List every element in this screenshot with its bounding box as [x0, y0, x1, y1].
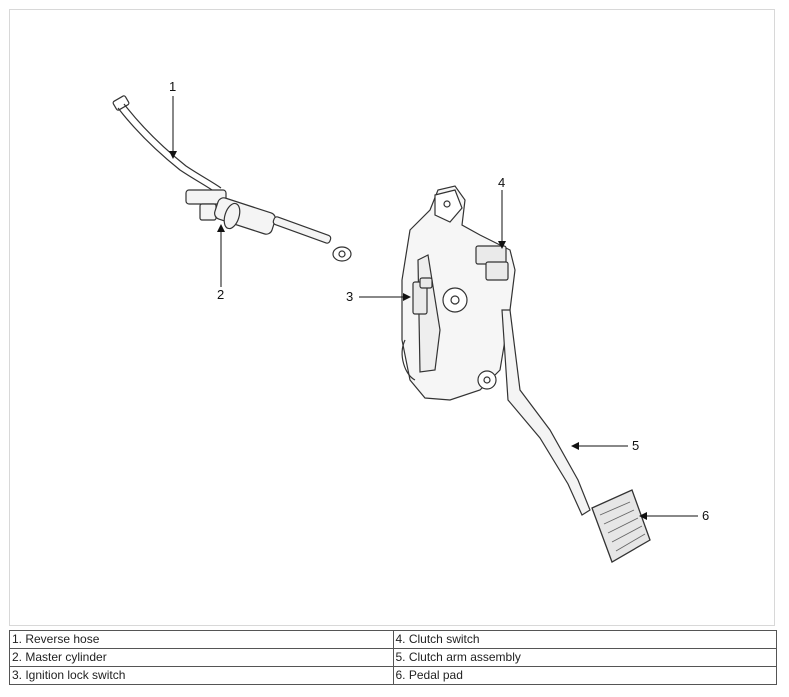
legend-row: 2. Master cylinder 5. Clutch arm assembl… — [9, 648, 777, 667]
legend-row: 1. Reverse hose 4. Clutch switch — [9, 630, 777, 649]
diagram-frame: 1 2 3 4 5 6 — [9, 9, 775, 626]
master-cylinder-drawing — [185, 189, 352, 262]
legend-cell: 5. Clutch arm assembly — [392, 648, 777, 667]
clutch-arm-drawing — [477, 309, 591, 516]
reverse-hose-drawing — [112, 95, 222, 193]
legend-cell: 1. Reverse hose — [9, 630, 394, 649]
leader-lines — [169, 96, 698, 520]
callout-3: 3 — [346, 289, 354, 304]
callout-2: 2 — [217, 287, 225, 302]
legend-cell: 4. Clutch switch — [392, 630, 777, 649]
legend-row: 3. Ignition lock switch 6. Pedal pad — [9, 666, 777, 685]
pedal-bracket-drawing — [401, 185, 516, 401]
callout-5: 5 — [632, 438, 640, 453]
callout-1: 1 — [169, 79, 177, 94]
clutch-pedal-illustration — [112, 95, 698, 563]
pedal-pad-drawing — [591, 489, 651, 563]
legend-cell: 6. Pedal pad — [392, 666, 777, 685]
callout-6: 6 — [702, 508, 710, 523]
legend-table: 1. Reverse hose 4. Clutch switch 2. Mast… — [9, 630, 777, 685]
legend-cell: 3. Ignition lock switch — [9, 666, 394, 685]
legend-cell: 2. Master cylinder — [9, 648, 394, 667]
clutch-switch-drawing — [475, 245, 509, 281]
ignition-lock-switch-drawing — [412, 277, 433, 315]
callout-4: 4 — [498, 175, 506, 190]
